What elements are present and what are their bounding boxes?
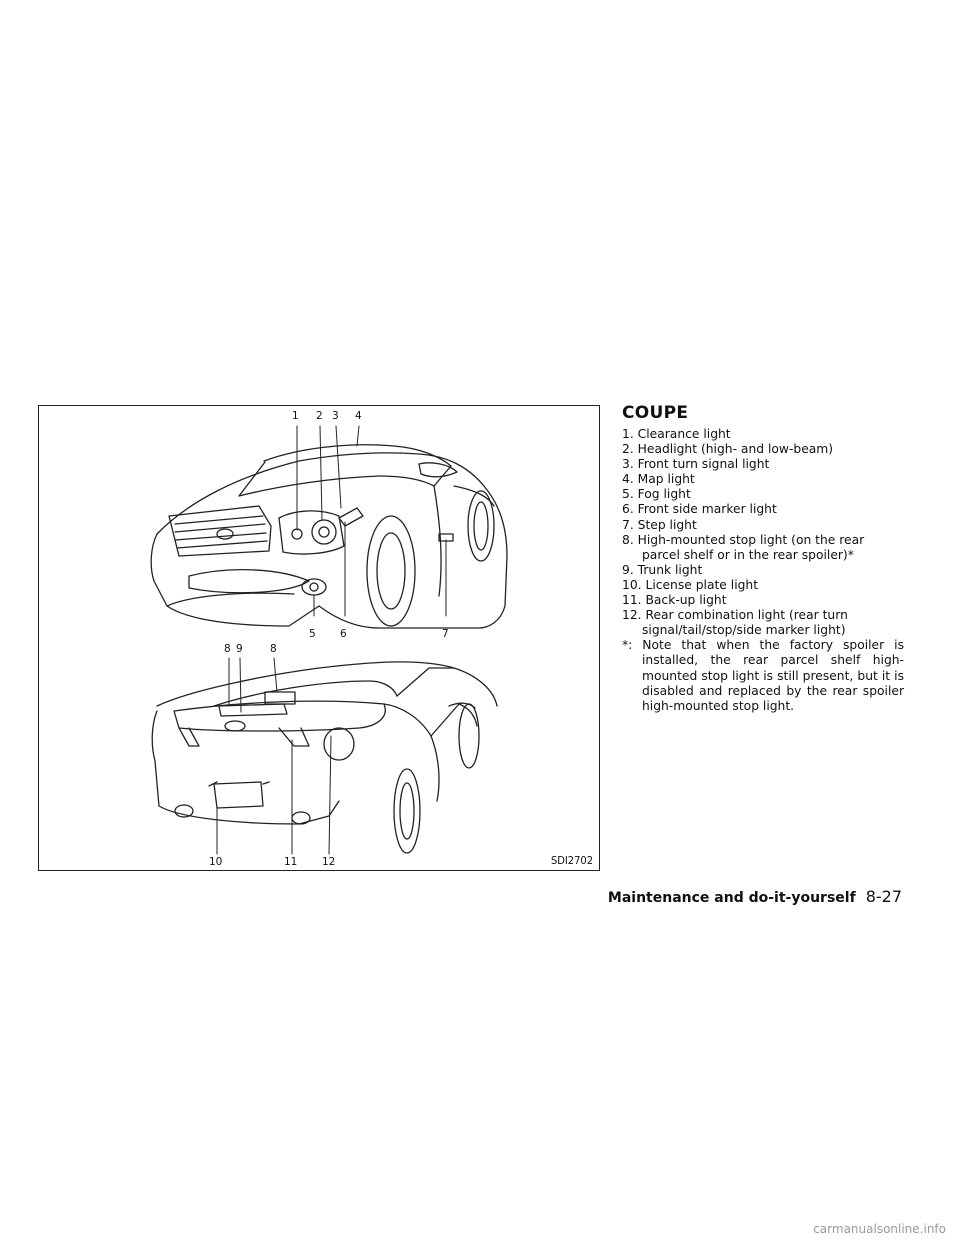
callout-1: 1: [292, 410, 299, 422]
figure-code: SDI2702: [548, 854, 595, 867]
callout-12: 12: [322, 856, 336, 868]
callout-5: 5: [309, 628, 316, 640]
callout-4: 4: [355, 410, 362, 422]
coupe-section: COUPE 1. Clearance light 2. Headlight (h…: [622, 403, 904, 714]
footnote: *: Note that when the factory spoiler is…: [622, 638, 904, 713]
page-number: 8-27: [865, 887, 902, 906]
callout-10: 10: [209, 856, 223, 868]
callout-9: 9: [236, 643, 243, 655]
lights-list: 1. Clearance light 2. Headlight (high- a…: [622, 427, 904, 714]
callout-8a: 8: [224, 643, 231, 655]
coupe-lights-figure: 1 2 3 4 5 6 7 8 9 8 10 11 12 SDI2702: [38, 405, 600, 871]
list-item: 4. Map light: [622, 472, 695, 487]
list-item: 8. High-mounted stop light (on the rear …: [622, 532, 865, 562]
list-item: 6. Front side marker light: [622, 502, 777, 517]
callout-8b: 8: [270, 643, 277, 655]
list-item: 9. Trunk light: [622, 562, 703, 577]
list-item: 1. Clearance light: [622, 427, 731, 441]
section-title: COUPE: [622, 403, 689, 423]
callout-2: 2: [316, 410, 323, 422]
list-item: 2. Headlight (high- and low-beam): [622, 442, 834, 457]
callout-3: 3: [332, 410, 339, 422]
list-item: 5. Fog light: [622, 487, 691, 502]
callout-7: 7: [442, 628, 449, 640]
callout-11: 11: [284, 856, 298, 868]
list-item: 11. Back-up light: [622, 593, 727, 608]
watermark: carmanualsonline.info: [813, 1222, 946, 1236]
callout-6: 6: [340, 628, 347, 640]
list-item: 7. Step light: [622, 517, 697, 532]
list-item: 3. Front turn signal light: [622, 457, 770, 472]
car-illustration: [150, 425, 508, 855]
list-item: 10. License plate light: [622, 577, 759, 592]
footer-section-name: Maintenance and do-it-yourself: [607, 890, 856, 906]
page-footer: Maintenance and do-it-yourself 8-27: [608, 887, 902, 906]
list-item: 12. Rear combination light (rear turn si…: [622, 608, 848, 638]
